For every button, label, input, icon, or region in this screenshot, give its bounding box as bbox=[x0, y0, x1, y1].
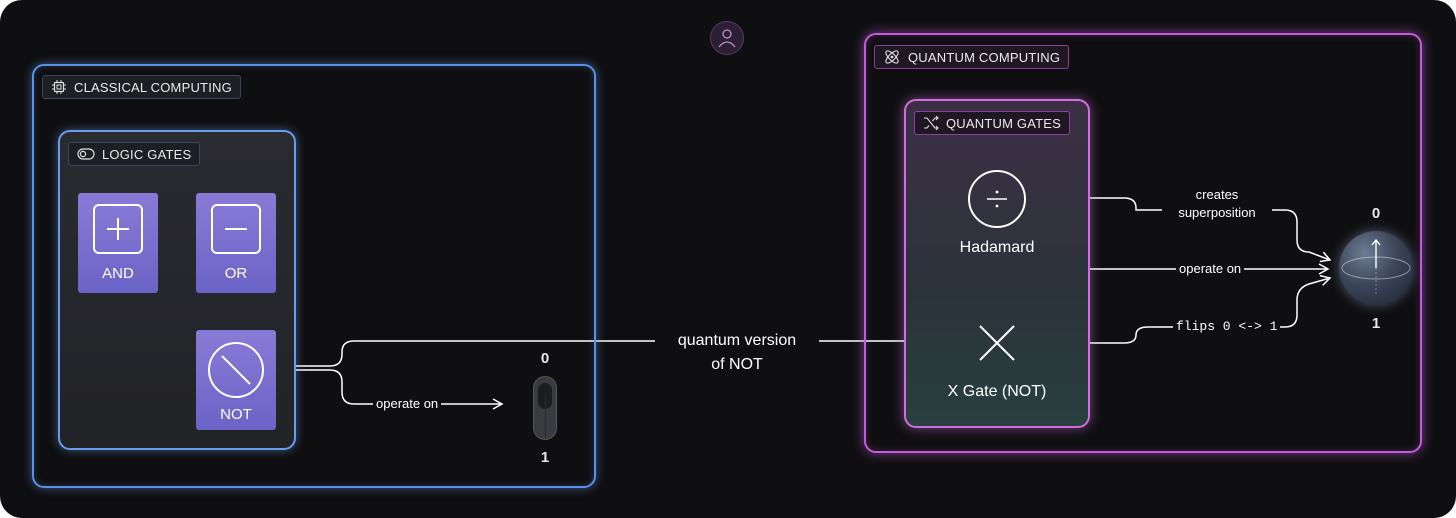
edge-not-to-xgate bbox=[268, 335, 970, 367]
classical-computing-title: CLASSICAL COMPUTING bbox=[74, 79, 232, 95]
shuffle-icon bbox=[924, 115, 939, 131]
qubit-state-0: 0 bbox=[1371, 205, 1381, 222]
edge-label-superposition: superposition bbox=[1178, 205, 1256, 220]
classical-computing-group bbox=[32, 64, 596, 488]
atom-icon bbox=[885, 50, 899, 64]
quantum-gates-group bbox=[904, 99, 1090, 428]
logic-gates-title: LOGIC GATES bbox=[102, 146, 192, 162]
plus-icon bbox=[93, 204, 143, 254]
quantum-computing-group bbox=[864, 33, 1422, 453]
not-gate[interactable]: NOT bbox=[196, 330, 276, 430]
divide-icon bbox=[987, 190, 1007, 208]
edge-label-quantum-version: quantum version of NOT bbox=[655, 329, 819, 377]
edge-not-to-switch bbox=[268, 369, 504, 410]
logic-gates-label: LOGIC GATES bbox=[68, 142, 201, 166]
chip-icon bbox=[52, 80, 66, 94]
edge-label-quantum-version-line2: of NOT bbox=[711, 356, 763, 373]
bit-switch[interactable] bbox=[533, 376, 557, 440]
edge-label-quantum-version-line1: quantum version bbox=[677, 332, 797, 349]
quantum-computing-title: QUANTUM COMPUTING bbox=[908, 49, 1061, 65]
or-gate-label: OR bbox=[224, 265, 248, 282]
switch-track bbox=[545, 395, 546, 437]
avatar[interactable] bbox=[710, 21, 744, 55]
edge-xgate-to-qubit bbox=[1030, 274, 1332, 344]
qubit-state-1: 1 bbox=[1371, 315, 1381, 332]
person-icon bbox=[718, 29, 736, 48]
toggle-icon bbox=[77, 148, 95, 160]
switch-state-0: 0 bbox=[540, 350, 550, 367]
bloch-sphere-icon bbox=[1341, 238, 1411, 295]
edge-label-creates-superposition: creates superposition bbox=[1162, 186, 1272, 222]
edge-label-operate-on-qubit: operate on bbox=[1176, 260, 1245, 278]
and-gate[interactable]: AND bbox=[78, 193, 158, 293]
minus-icon bbox=[211, 204, 261, 254]
classical-computing-label: CLASSICAL COMPUTING bbox=[42, 75, 241, 99]
x-gate[interactable] bbox=[976, 322, 1018, 364]
edge-label-operate-on-switch: operate on bbox=[373, 395, 442, 413]
switch-state-1: 1 bbox=[540, 449, 550, 466]
slashed-circle-icon bbox=[208, 342, 264, 398]
hadamard-gate[interactable] bbox=[968, 170, 1026, 228]
edge-label-flips: flips 0 <-> 1 bbox=[1173, 318, 1281, 336]
x-icon bbox=[979, 325, 1015, 361]
quantum-gates-title: QUANTUM GATES bbox=[946, 115, 1062, 131]
quantum-gates-label: QUANTUM GATES bbox=[914, 111, 1071, 135]
or-gate[interactable]: OR bbox=[196, 193, 276, 293]
edge-label-creates: creates bbox=[1195, 187, 1239, 202]
and-gate-label: AND bbox=[102, 265, 134, 282]
x-gate-label: X Gate (NOT) bbox=[947, 383, 1047, 400]
hadamard-label: Hadamard bbox=[959, 239, 1035, 256]
bloch-sphere[interactable] bbox=[1339, 231, 1413, 305]
not-gate-label: NOT bbox=[220, 406, 252, 423]
quantum-computing-label: QUANTUM COMPUTING bbox=[874, 45, 1070, 69]
